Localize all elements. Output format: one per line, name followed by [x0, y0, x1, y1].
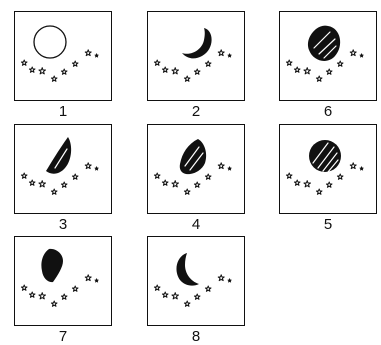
- star-icon: [350, 50, 356, 56]
- star-icon: [95, 167, 98, 170]
- star-icon: [294, 67, 300, 72]
- star-icon: [29, 292, 35, 297]
- star-icon: [72, 174, 78, 179]
- moon-icon: [41, 249, 63, 282]
- star-icon: [21, 285, 27, 290]
- star-icon: [154, 173, 160, 178]
- star-icon: [184, 189, 190, 194]
- star-icon: [61, 294, 67, 299]
- panel-label: 3: [14, 217, 112, 233]
- star-icon: [350, 163, 356, 169]
- star-icon: [194, 182, 200, 187]
- panel-label: 8: [147, 329, 245, 345]
- moon-scene-3: [15, 125, 113, 215]
- star-icon: [337, 174, 343, 179]
- star-icon: [85, 50, 91, 56]
- moon-panel-7: [14, 236, 112, 326]
- star-icon: [205, 61, 211, 66]
- moon-icon: [46, 137, 71, 174]
- star-icon: [228, 54, 231, 57]
- star-icon: [304, 68, 311, 74]
- moon-icon: [308, 26, 340, 61]
- star-icon: [154, 285, 160, 290]
- moon-icon: [180, 139, 206, 174]
- star-icon: [72, 61, 78, 66]
- star-icon: [228, 279, 231, 282]
- star-icon: [95, 279, 98, 282]
- star-icon: [95, 54, 98, 57]
- star-icon: [194, 294, 200, 299]
- star-icon: [184, 301, 190, 306]
- panel-label: 2: [147, 104, 245, 120]
- panel-label: 4: [147, 217, 245, 233]
- star-icon: [21, 173, 27, 178]
- panel-label: 1: [14, 104, 112, 120]
- star-icon: [316, 76, 322, 81]
- star-icon: [360, 54, 363, 57]
- star-icon: [218, 275, 224, 281]
- moon-panel-8: [147, 236, 245, 326]
- star-icon: [172, 293, 179, 299]
- star-icon: [326, 182, 332, 187]
- stars-group: [154, 275, 231, 307]
- star-icon: [39, 68, 46, 74]
- moon-panel-3: [14, 124, 112, 214]
- panel-label: 5: [279, 217, 377, 233]
- moon-panel-2: [147, 11, 245, 101]
- moon-scene-6: [280, 12, 378, 102]
- moon-scene-2: [148, 12, 246, 102]
- moon-panel-4: [147, 124, 245, 214]
- star-icon: [72, 286, 78, 291]
- moon-icon: [182, 28, 212, 58]
- star-icon: [85, 275, 91, 281]
- star-icon: [21, 60, 27, 65]
- moon-scene-4: [148, 125, 246, 215]
- star-icon: [154, 60, 160, 65]
- star-icon: [61, 182, 67, 187]
- star-icon: [85, 163, 91, 169]
- star-icon: [162, 67, 168, 72]
- star-icon: [172, 181, 179, 187]
- moon-panel-5: [279, 124, 377, 214]
- star-icon: [39, 181, 46, 187]
- star-icon: [194, 69, 200, 74]
- star-icon: [294, 180, 300, 185]
- moon-icon: [309, 140, 341, 172]
- moon-scene-1: [15, 12, 113, 102]
- star-icon: [218, 50, 224, 56]
- moon-scene-5: [280, 125, 378, 215]
- moon-panel-6: [279, 11, 377, 101]
- star-icon: [205, 174, 211, 179]
- moon-icon: [34, 26, 66, 58]
- star-icon: [29, 67, 35, 72]
- star-icon: [61, 69, 67, 74]
- star-icon: [205, 286, 211, 291]
- star-icon: [51, 189, 57, 194]
- star-icon: [316, 189, 322, 194]
- moon-scene-8: [148, 237, 246, 327]
- star-icon: [29, 180, 35, 185]
- moon-scene-7: [15, 237, 113, 327]
- moon-icon: [176, 253, 199, 286]
- panel-label: 7: [14, 329, 112, 345]
- star-icon: [286, 173, 292, 178]
- panel-label: 6: [279, 104, 377, 120]
- star-icon: [360, 167, 363, 170]
- star-icon: [39, 293, 46, 299]
- moon-panel-1: [14, 11, 112, 101]
- star-icon: [51, 301, 57, 306]
- stars-group: [21, 275, 98, 307]
- star-icon: [218, 163, 224, 169]
- star-icon: [184, 76, 190, 81]
- star-icon: [286, 60, 292, 65]
- star-icon: [162, 180, 168, 185]
- star-icon: [326, 69, 332, 74]
- star-icon: [162, 292, 168, 297]
- star-icon: [51, 76, 57, 81]
- star-icon: [228, 167, 231, 170]
- star-icon: [172, 68, 179, 74]
- star-icon: [337, 61, 343, 66]
- star-icon: [304, 181, 311, 187]
